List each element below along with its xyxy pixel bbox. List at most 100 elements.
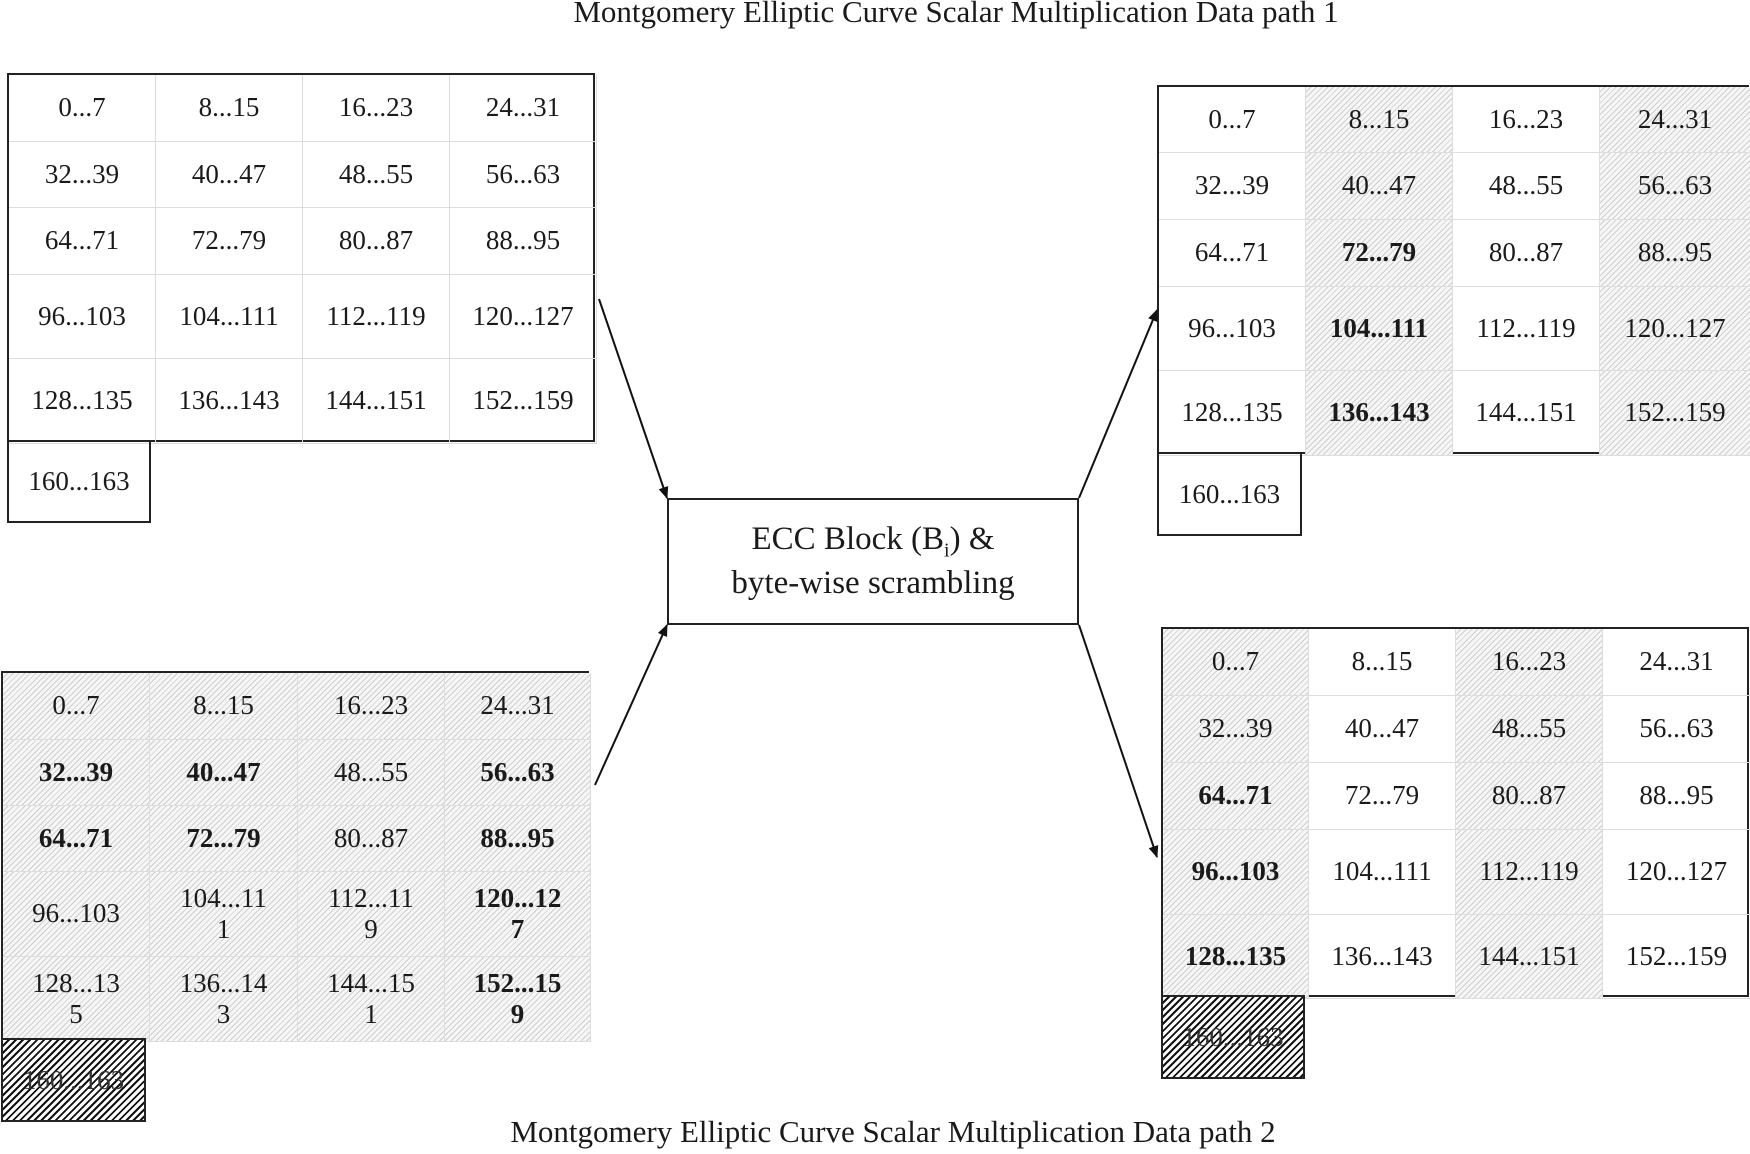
byte-range-label: 72...79 <box>191 225 267 256</box>
byte-range-label: 64...71 <box>44 225 120 256</box>
byte-range-cell: 128...135 <box>3 957 150 1042</box>
byte-range-cell: 104...111 <box>150 872 298 957</box>
byte-range-cell: 80...87 <box>1453 220 1600 287</box>
byte-range-cell: 16...23 <box>1453 87 1600 153</box>
byte-range-label: 24...31 <box>480 690 555 721</box>
arrow-input1-to-block <box>598 298 669 499</box>
byte-range-label: 40...47 <box>1341 170 1417 201</box>
byte-range-cell: 48...55 <box>303 142 450 208</box>
byte-range-cell: 128...135 <box>1163 915 1309 999</box>
byte-range-cell: 24...31 <box>450 75 597 142</box>
byte-range-cell: 24...31 <box>445 673 591 740</box>
byte-range-label: 24...31 <box>1637 103 1713 134</box>
byte-range-label: 112...119 <box>1476 312 1576 343</box>
byte-range-label: 40...47 <box>186 756 261 787</box>
byte-range-cell: 120...127 <box>445 872 591 957</box>
byte-range-cell: 64...71 <box>1159 220 1306 287</box>
byte-range-label: 56...63 <box>1639 713 1714 744</box>
byte-range-label: 136...143 <box>178 385 280 416</box>
byte-range-label: 128...135 <box>1181 397 1283 428</box>
title-data-path-2: Montgomery Elliptic Curve Scalar Multipl… <box>510 1114 1276 1149</box>
byte-range-label: 144...151 <box>327 967 415 1029</box>
byte-range-label: 0...7 <box>58 92 106 123</box>
byte-range-cell: 128...135 <box>1159 371 1306 456</box>
extra-cell: 160...163 <box>7 440 151 523</box>
byte-range-label: 96...103 <box>1191 856 1280 887</box>
byte-range-cell: 104...111 <box>1309 830 1456 915</box>
ecc-block-subscript: i <box>944 539 950 562</box>
byte-range-label: 128...135 <box>31 385 133 416</box>
byte-range-label: 104...111 <box>1332 856 1432 887</box>
byte-range-cell: 24...31 <box>1600 87 1750 153</box>
byte-range-cell: 128...135 <box>9 359 156 444</box>
ecc-block: ECC Block (Bi) & byte-wise scrambling <box>667 498 1079 625</box>
byte-range-cell: 96...103 <box>1159 287 1306 371</box>
byte-range-cell: 40...47 <box>156 142 303 208</box>
byte-range-cell: 16...23 <box>1456 629 1603 696</box>
byte-range-label: 16...23 <box>333 690 409 721</box>
byte-range-label: 144...151 <box>325 385 427 416</box>
byte-range-cell: 48...55 <box>1456 696 1603 763</box>
byte-range-cell: 32...39 <box>1163 696 1309 763</box>
byte-range-label: 72...79 <box>1341 237 1417 268</box>
byte-range-label: 32...39 <box>1198 713 1273 744</box>
extra-cell: 160...163 <box>1 1038 146 1122</box>
byte-range-cell: 144...151 <box>1453 371 1600 456</box>
byte-range-cell: 8...15 <box>1306 87 1453 153</box>
byte-range-label: 56...63 <box>485 158 561 189</box>
byte-range-label: 152...159 <box>1625 940 1728 971</box>
byte-range-cell: 72...79 <box>1309 763 1456 830</box>
byte-range-cell: 0...7 <box>1163 629 1309 696</box>
byte-range-label: 24...31 <box>485 92 561 123</box>
byte-range-cell: 72...79 <box>150 806 298 872</box>
byte-range-cell: 96...103 <box>9 275 156 359</box>
byte-range-label: 8...15 <box>193 690 254 721</box>
byte-range-label: 32...39 <box>44 158 120 189</box>
byte-range-label: 104...111 <box>1329 312 1429 343</box>
byte-range-cell: 152...159 <box>1600 371 1750 456</box>
byte-range-label: 64...71 <box>1198 780 1273 811</box>
byte-range-cell: 112...119 <box>1453 287 1600 371</box>
extra-cell: 160...163 <box>1157 452 1302 536</box>
byte-range-cell: 40...47 <box>150 740 298 806</box>
byte-range-label: 48...55 <box>1491 713 1567 744</box>
byte-range-cell: 72...79 <box>156 208 303 275</box>
byte-range-cell: 120...127 <box>1600 287 1750 371</box>
byte-range-cell: 136...143 <box>150 957 298 1042</box>
byte-range-label: 136...143 <box>179 967 268 1029</box>
byte-range-label: 112...119 <box>1479 856 1579 887</box>
byte-range-label: 104...111 <box>179 300 279 331</box>
byte-range-cell: 56...63 <box>1600 153 1750 220</box>
byte-range-label: 120...127 <box>472 300 574 331</box>
byte-range-label: 128...135 <box>32 967 120 1029</box>
extra-cell: 160...163 <box>1161 995 1305 1079</box>
byte-range-cell: 56...63 <box>1603 696 1750 763</box>
byte-range-cell: 112...119 <box>1456 830 1603 915</box>
byte-range-label: 112...119 <box>328 882 414 944</box>
byte-range-label: 40...47 <box>191 158 267 189</box>
byte-range-label: 104...111 <box>180 882 267 944</box>
byte-range-cell: 64...71 <box>1163 763 1309 830</box>
byte-range-label: 24...31 <box>1639 646 1714 677</box>
byte-range-cell: 120...127 <box>1603 830 1750 915</box>
byte-range-cell: 64...71 <box>3 806 150 872</box>
byte-range-label: 80...87 <box>338 225 414 256</box>
byte-range-label: 16...23 <box>1488 103 1564 134</box>
byte-range-label: 0...7 <box>52 690 100 721</box>
byte-range-cell: 40...47 <box>1309 696 1456 763</box>
byte-range-label: 144...151 <box>1475 397 1577 428</box>
byte-range-label: 120...127 <box>1625 856 1728 887</box>
byte-range-cell: 56...63 <box>445 740 591 806</box>
byte-range-cell: 144...151 <box>298 957 445 1042</box>
byte-range-label: 16...23 <box>338 92 414 123</box>
byte-range-cell: 112...119 <box>298 872 445 957</box>
byte-range-cell: 0...7 <box>1159 87 1306 153</box>
byte-range-cell: 8...15 <box>150 673 298 740</box>
ecc-block-line2: byte-wise scrambling <box>731 565 1015 602</box>
byte-range-label: 152...159 <box>473 967 562 1029</box>
byte-range-cell: 152...159 <box>450 359 597 444</box>
byte-range-label: 120...127 <box>473 882 562 944</box>
